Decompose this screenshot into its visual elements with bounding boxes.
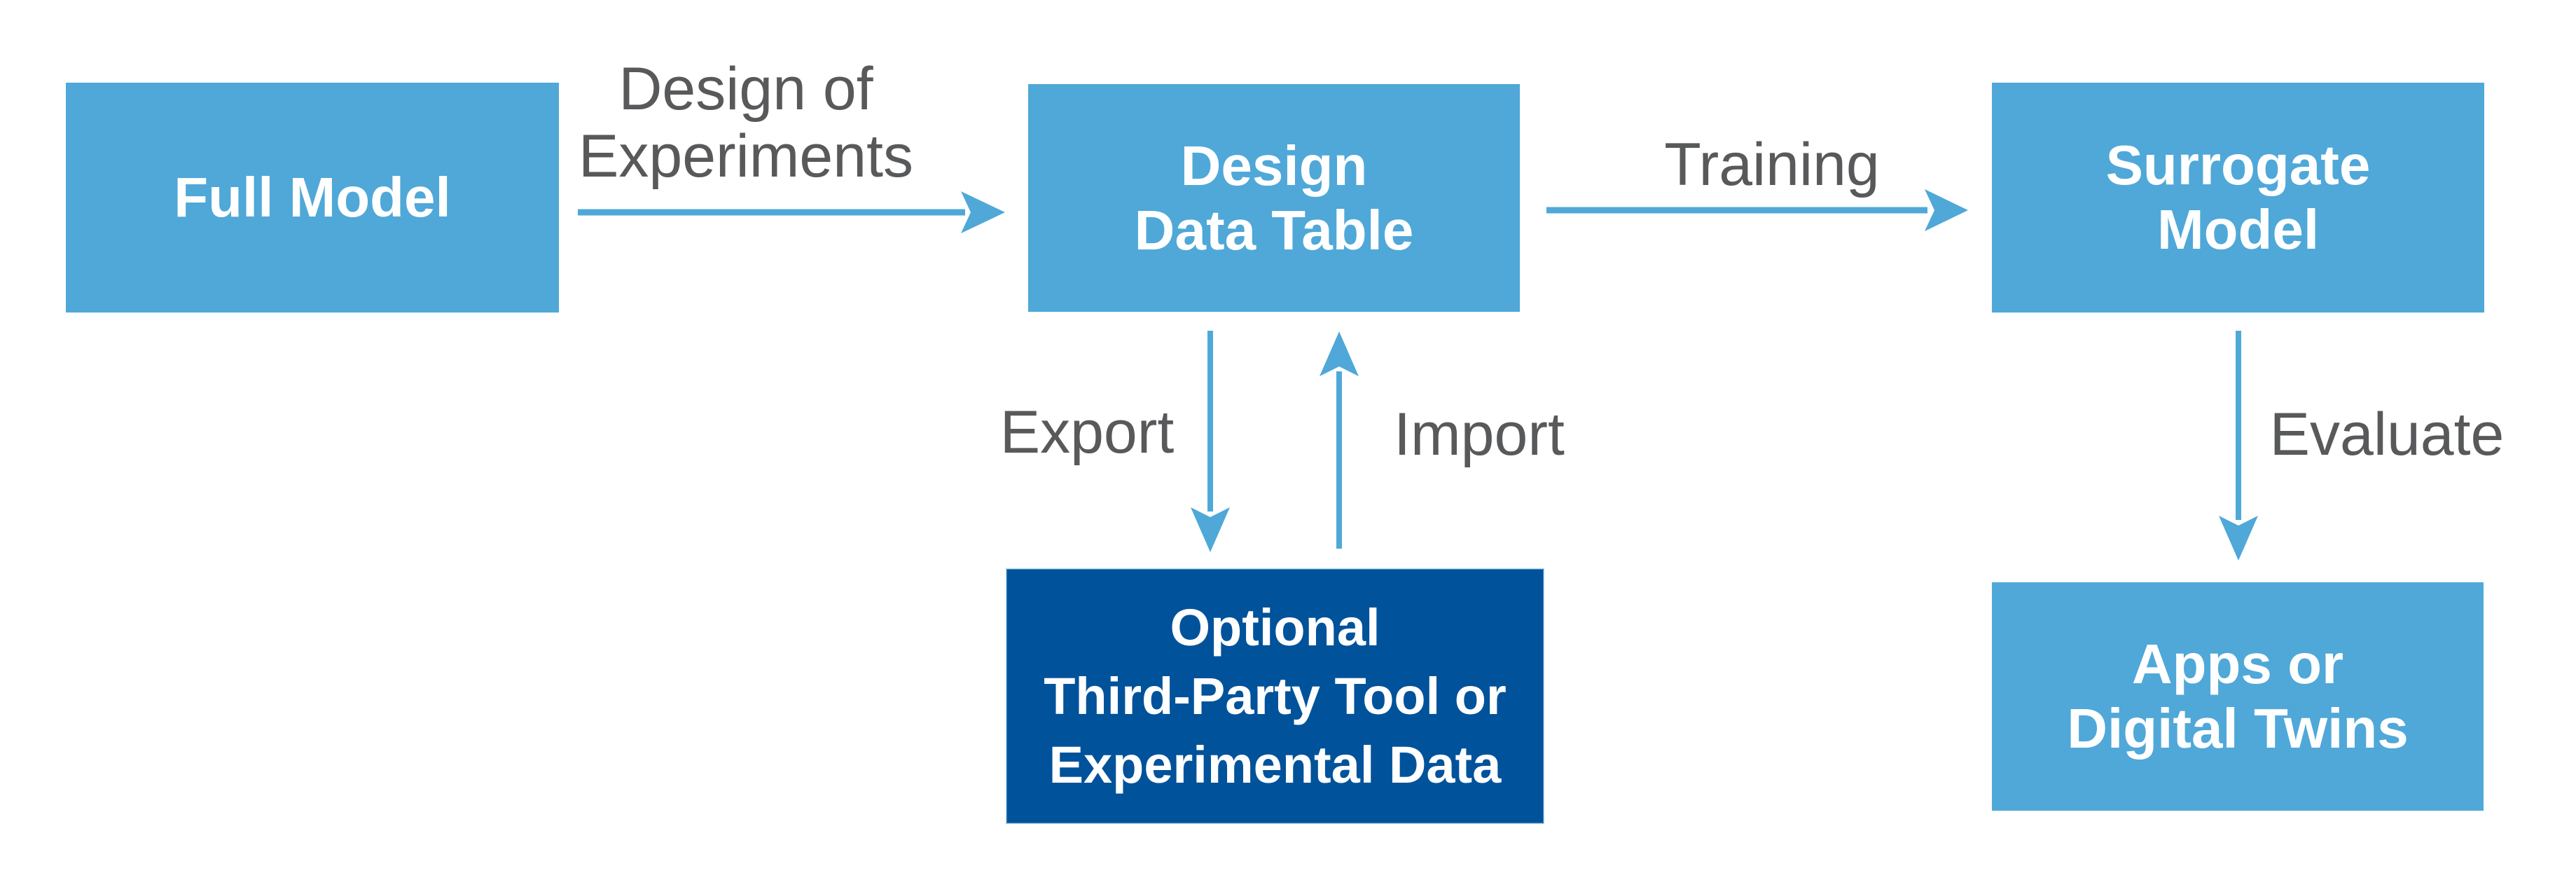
node-third-party-tool: Optional Third-Party Tool or Experimenta… bbox=[1006, 568, 1544, 824]
node-third-party-tool-label-line1: Optional bbox=[1170, 598, 1380, 657]
node-apps-digital-twins-label-line2: Digital Twins bbox=[2067, 697, 2409, 760]
edge-label-design-of-experiments: Design of Experiments bbox=[579, 55, 913, 190]
arrow-evaluate bbox=[2219, 331, 2258, 561]
edge-label-import: Import bbox=[1394, 401, 1565, 468]
edge-label-export: Export bbox=[999, 399, 1175, 466]
node-surrogate-model-label-line1: Surrogate bbox=[2105, 134, 2371, 196]
edge-label-training: Training bbox=[1664, 131, 1880, 198]
arrow-design-of-experiments-head bbox=[961, 191, 1005, 233]
node-apps-digital-twins: Apps or Digital Twins bbox=[1992, 582, 2484, 811]
arrow-import bbox=[1320, 331, 1359, 549]
edge-label-evaluate: Evaluate bbox=[2269, 401, 2505, 468]
arrow-export bbox=[1191, 331, 1230, 552]
node-apps-digital-twins-label-line1: Apps or bbox=[2131, 633, 2344, 695]
edge-label-design-of-experiments-line2: Experiments bbox=[579, 123, 913, 190]
node-design-data-table-label-line2: Data Table bbox=[1134, 198, 1414, 261]
edge-label-design-of-experiments-line1: Design of bbox=[618, 55, 873, 123]
arrow-design-of-experiments bbox=[578, 191, 1005, 233]
arrow-evaluate-head bbox=[2219, 516, 2258, 561]
arrow-export-head bbox=[1191, 507, 1230, 552]
node-surrogate-model: Surrogate Model bbox=[1992, 83, 2484, 313]
node-third-party-tool-label-line2: Third-Party Tool or bbox=[1044, 666, 1507, 725]
node-design-data-table-label-line1: Design bbox=[1180, 134, 1368, 197]
arrow-import-head bbox=[1320, 331, 1359, 376]
node-design-data-table: Design Data Table bbox=[1028, 84, 1520, 312]
node-full-model: Full Model bbox=[66, 83, 559, 313]
arrow-training bbox=[1546, 189, 1968, 231]
node-full-model-label: Full Model bbox=[174, 166, 451, 228]
node-third-party-tool-label-line3: Experimental Data bbox=[1048, 735, 1502, 794]
arrow-training-head bbox=[1925, 189, 1968, 231]
node-surrogate-model-label-line2: Model bbox=[2156, 198, 2320, 261]
